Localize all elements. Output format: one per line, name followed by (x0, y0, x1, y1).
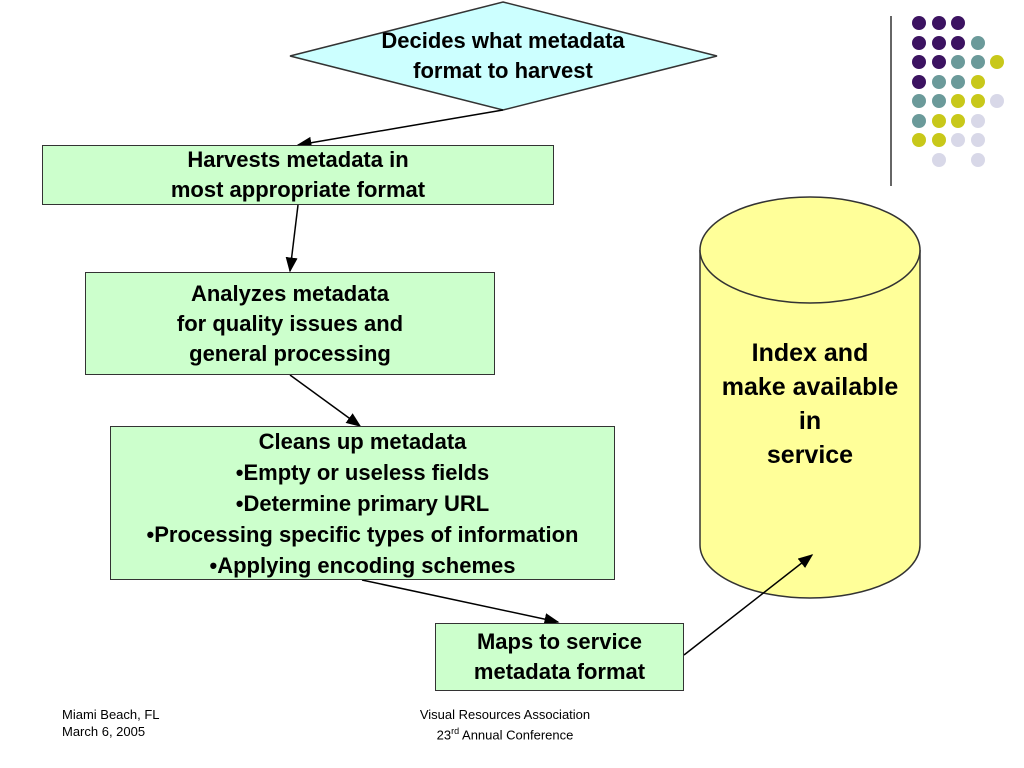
decor-dot (970, 35, 985, 50)
clean-title: Cleans up metadata (258, 428, 467, 454)
decor-dot (931, 152, 946, 167)
maps-node: Maps to service metadata format (435, 623, 684, 691)
decor-dot (970, 133, 985, 147)
decor-dot (912, 74, 926, 89)
decor-dot (912, 113, 926, 128)
index-label-line3: in (798, 407, 822, 435)
footer-org: Visual Resources Association (419, 707, 591, 722)
analyze-label-line3: general processing (189, 340, 391, 366)
harvest-label-line2: most appropriate format (170, 177, 426, 202)
clean-bullet-specific-types: •Processing specific types of informatio… (146, 521, 579, 547)
index-label-line4: service (766, 441, 854, 469)
decor-dot (990, 94, 1004, 108)
analyze-node: Analyzes metadata for quality issues and… (85, 272, 495, 375)
analyze-label-line2: for quality issues and (176, 310, 404, 336)
decor-dot (912, 55, 926, 69)
index-node: Index and make available in service (690, 336, 930, 472)
clean-node: Cleans up metadata •Empty or useless fie… (110, 426, 615, 580)
decor-dot (951, 94, 965, 108)
maps-label-line2: metadata format (473, 659, 646, 684)
index-cylinder-shape (699, 196, 921, 599)
harvest-node: Harvests metadata in most appropriate fo… (42, 145, 554, 205)
maps-label-line1: Maps to service (476, 629, 643, 654)
decor-dot (931, 55, 946, 69)
arrow-clean-to-maps (361, 579, 560, 626)
decor-dot (931, 35, 946, 50)
decision-node: Decides what metadata format to harvest (330, 26, 676, 86)
footer-location: Miami Beach, FL March 6, 2005 (62, 706, 160, 740)
decor-dot (970, 74, 985, 89)
arrow-maps-to-index (683, 554, 814, 656)
decor-dot (970, 113, 985, 128)
decor-dot (951, 55, 965, 69)
decor-dot (970, 55, 985, 69)
decor-dot (931, 133, 946, 147)
decor-dot (951, 16, 965, 30)
footer-city: Miami Beach, FL (62, 707, 160, 722)
clean-bullet-empty-fields: •Empty or useless fields (235, 459, 490, 485)
decision-label-line2: format to harvest (413, 58, 593, 83)
decor-dot (990, 55, 1004, 69)
decor-dot (951, 133, 965, 147)
decor-dot (912, 16, 926, 30)
index-label-line2: make available (721, 373, 899, 401)
decor-dot (931, 113, 946, 128)
footer-conference-name: Annual Conference (459, 727, 574, 743)
arrow-harvest-to-analyze (285, 204, 299, 273)
decor-dot (912, 94, 926, 108)
decor-dot (951, 113, 965, 128)
decor-dot (970, 94, 985, 108)
decor-dot (931, 16, 946, 30)
decor-dot (931, 74, 946, 89)
footer-ordinal-suffix: rd (451, 726, 460, 736)
arrow-analyze-to-clean (289, 374, 362, 427)
arrow-decision-to-harvest (296, 109, 504, 149)
decor-dot (951, 35, 965, 50)
analyze-label-line1: Analyzes metadata (190, 280, 390, 306)
decor-dot (951, 74, 965, 89)
clean-bullet-encoding-schemes: •Applying encoding schemes (209, 552, 516, 578)
harvest-label-line1: Harvests metadata in (187, 147, 409, 172)
decision-label-line1: Decides what metadata (381, 28, 625, 53)
decor-dot (931, 94, 946, 108)
footer-ordinal-number: 23 (436, 727, 452, 743)
clean-bullet-primary-url: •Determine primary URL (235, 490, 490, 516)
decor-dot (912, 133, 926, 147)
footer-conference: Visual Resources Association 23rd Annual… (405, 706, 605, 743)
footer-conference-line: 23rd Annual Conference (405, 723, 605, 743)
decor-dot (970, 152, 985, 167)
footer-date: March 6, 2005 (62, 724, 146, 739)
decor-dot (912, 35, 926, 50)
index-label-line1: Index and (751, 339, 869, 367)
